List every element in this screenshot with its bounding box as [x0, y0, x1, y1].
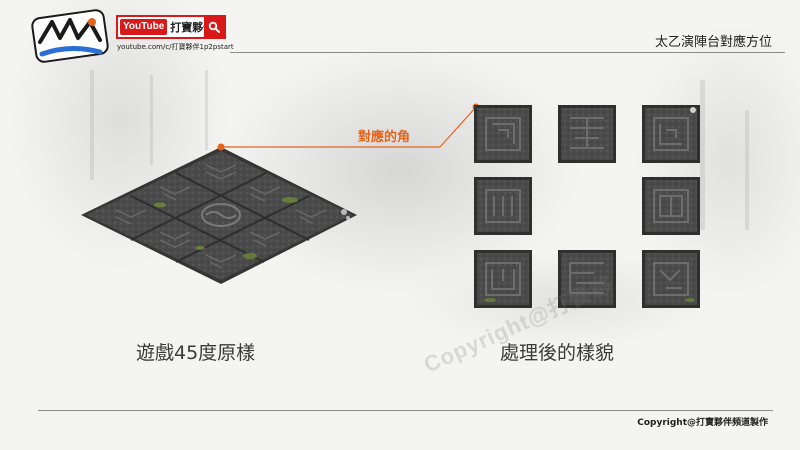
- corner-callout-label: 對應的角: [358, 130, 411, 145]
- channel-logo: [31, 9, 109, 63]
- footer-divider: [38, 410, 773, 411]
- background-brush-stroke: [90, 70, 94, 180]
- background-brush-stroke: [745, 110, 749, 230]
- youtube-logo: YouTube: [120, 19, 168, 35]
- tile: [558, 105, 616, 163]
- tile: [474, 177, 532, 235]
- tile: [558, 250, 616, 308]
- page-title: 太乙演陣台對應方位: [654, 35, 772, 50]
- tile: [474, 250, 532, 308]
- tile: [642, 250, 700, 308]
- background-brush-stroke: [700, 80, 705, 230]
- header-divider: [230, 52, 785, 53]
- diamond-original-board: [81, 147, 357, 284]
- background-brush-stroke: [205, 70, 208, 150]
- processed-tile-grid: [474, 105, 700, 308]
- processed-caption: 處理後的樣貌: [500, 342, 615, 364]
- original-caption: 遊戲45度原樣: [136, 342, 256, 364]
- corner-callout: [217, 103, 480, 151]
- callout-dot-diamond: [217, 143, 225, 151]
- background-brush-stroke: [150, 75, 153, 165]
- tile: [474, 105, 532, 163]
- tile: [642, 177, 700, 235]
- youtube-channel-badge[interactable]: YouTube 打寶夥伴: [116, 15, 226, 39]
- yin-yang-center: [201, 203, 241, 227]
- channel-url: youtube.com/c/打寶夥伴1p2pstart: [117, 43, 234, 51]
- channel-name: 打寶夥伴: [170, 21, 215, 34]
- tile: [642, 105, 700, 163]
- search-icon[interactable]: [204, 17, 224, 37]
- copyright-text: Copyright@打寶夥伴頻道製作: [637, 418, 768, 428]
